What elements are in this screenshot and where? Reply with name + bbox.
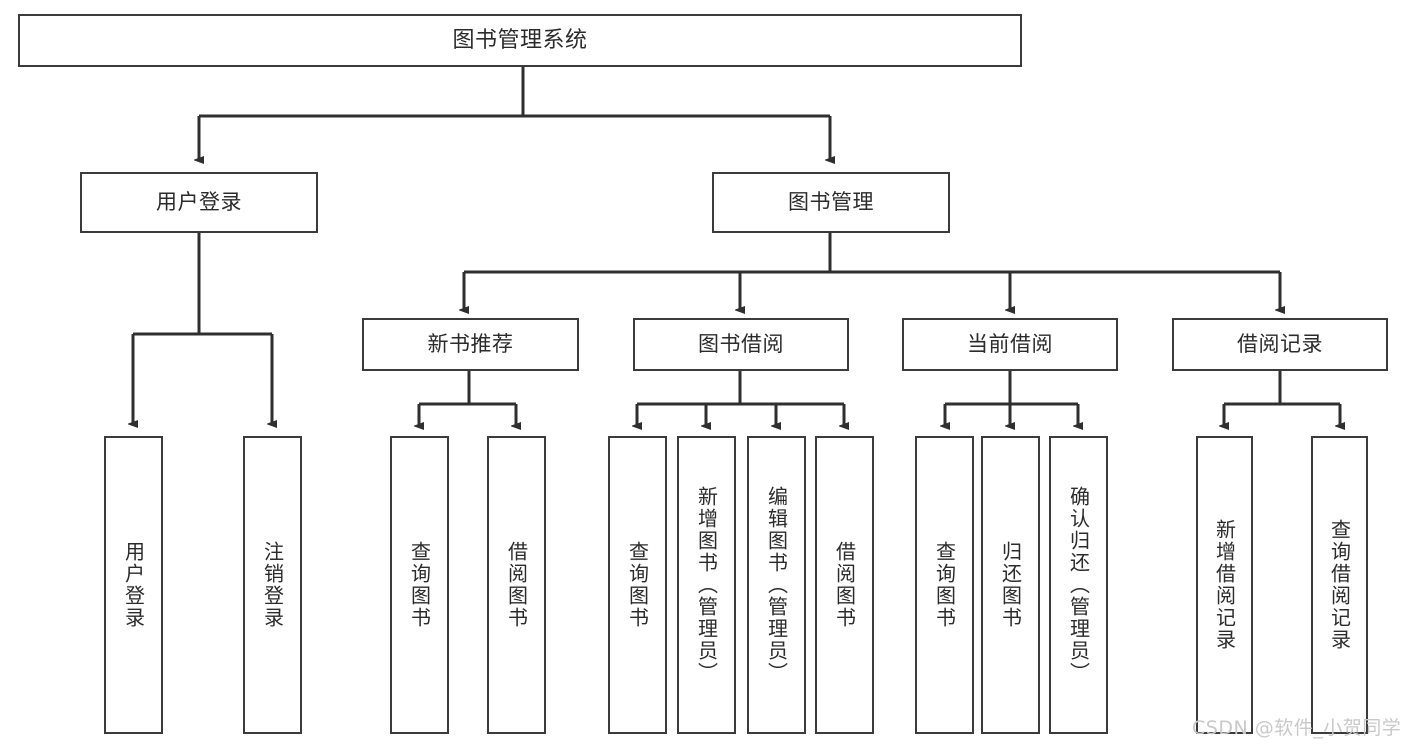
leaf-return-book[interactable]: 归还图书 <box>981 436 1040 734</box>
node-label: 用户登录 <box>156 190 242 215</box>
node-label: 借阅记录 <box>1237 332 1323 357</box>
leaf-logout[interactable]: 注销登录 <box>243 436 302 734</box>
leaf-query-borrow-record[interactable]: 查询借阅记录 <box>1311 436 1368 734</box>
csdn-watermark: CSDN @软件_小贺同学 <box>1192 717 1402 739</box>
node-label: 图书借阅 <box>698 332 784 357</box>
node-label: 归还图书 <box>998 541 1023 629</box>
leaf-add-borrow-record[interactable]: 新增借阅记录 <box>1196 436 1253 734</box>
node-label: 图书管理 <box>788 190 874 215</box>
leaf-query-book-new-rec[interactable]: 查询图书 <box>390 436 449 734</box>
node-label: 借阅图书 <box>504 541 529 629</box>
leaf-borrow-book-borrow[interactable]: 借阅图书 <box>815 436 874 734</box>
node-book-management[interactable]: 图书管理 <box>712 172 950 233</box>
node-root-book-management-system[interactable]: 图书管理系统 <box>18 14 1022 67</box>
node-book-borrowing[interactable]: 图书借阅 <box>633 318 849 371</box>
node-borrowing-record[interactable]: 借阅记录 <box>1172 318 1388 371</box>
node-label: 编辑图书（管理员） <box>764 486 789 684</box>
leaf-borrow-book-new-rec[interactable]: 借阅图书 <box>487 436 546 734</box>
leaf-query-book-current[interactable]: 查询图书 <box>915 436 974 734</box>
node-user-login[interactable]: 用户登录 <box>80 172 318 233</box>
node-label: 查询图书 <box>932 541 957 629</box>
node-new-book-recommendation[interactable]: 新书推荐 <box>362 318 579 371</box>
node-label: 图书管理系统 <box>452 27 588 53</box>
node-label: 确认归还（管理员） <box>1066 486 1091 684</box>
leaf-user-login[interactable]: 用户登录 <box>104 436 163 734</box>
node-label: 新增借阅记录 <box>1212 519 1237 651</box>
node-label: 新增图书（管理员） <box>694 486 719 684</box>
node-label: 借阅图书 <box>832 541 857 629</box>
node-label: 查询图书 <box>407 541 432 629</box>
leaf-query-book-borrow[interactable]: 查询图书 <box>608 436 667 734</box>
leaf-confirm-return-admin[interactable]: 确认归还（管理员） <box>1049 436 1108 734</box>
node-label: 查询借阅记录 <box>1327 519 1352 651</box>
node-label: 当前借阅 <box>967 332 1053 357</box>
leaf-edit-book-admin[interactable]: 编辑图书（管理员） <box>747 436 806 734</box>
leaf-add-book-admin[interactable]: 新增图书（管理员） <box>677 436 736 734</box>
node-current-borrowing[interactable]: 当前借阅 <box>902 318 1118 371</box>
node-label: 用户登录 <box>121 541 146 629</box>
node-label: 查询图书 <box>625 541 650 629</box>
node-label: 注销登录 <box>260 541 285 629</box>
node-label: 新书推荐 <box>427 332 514 357</box>
